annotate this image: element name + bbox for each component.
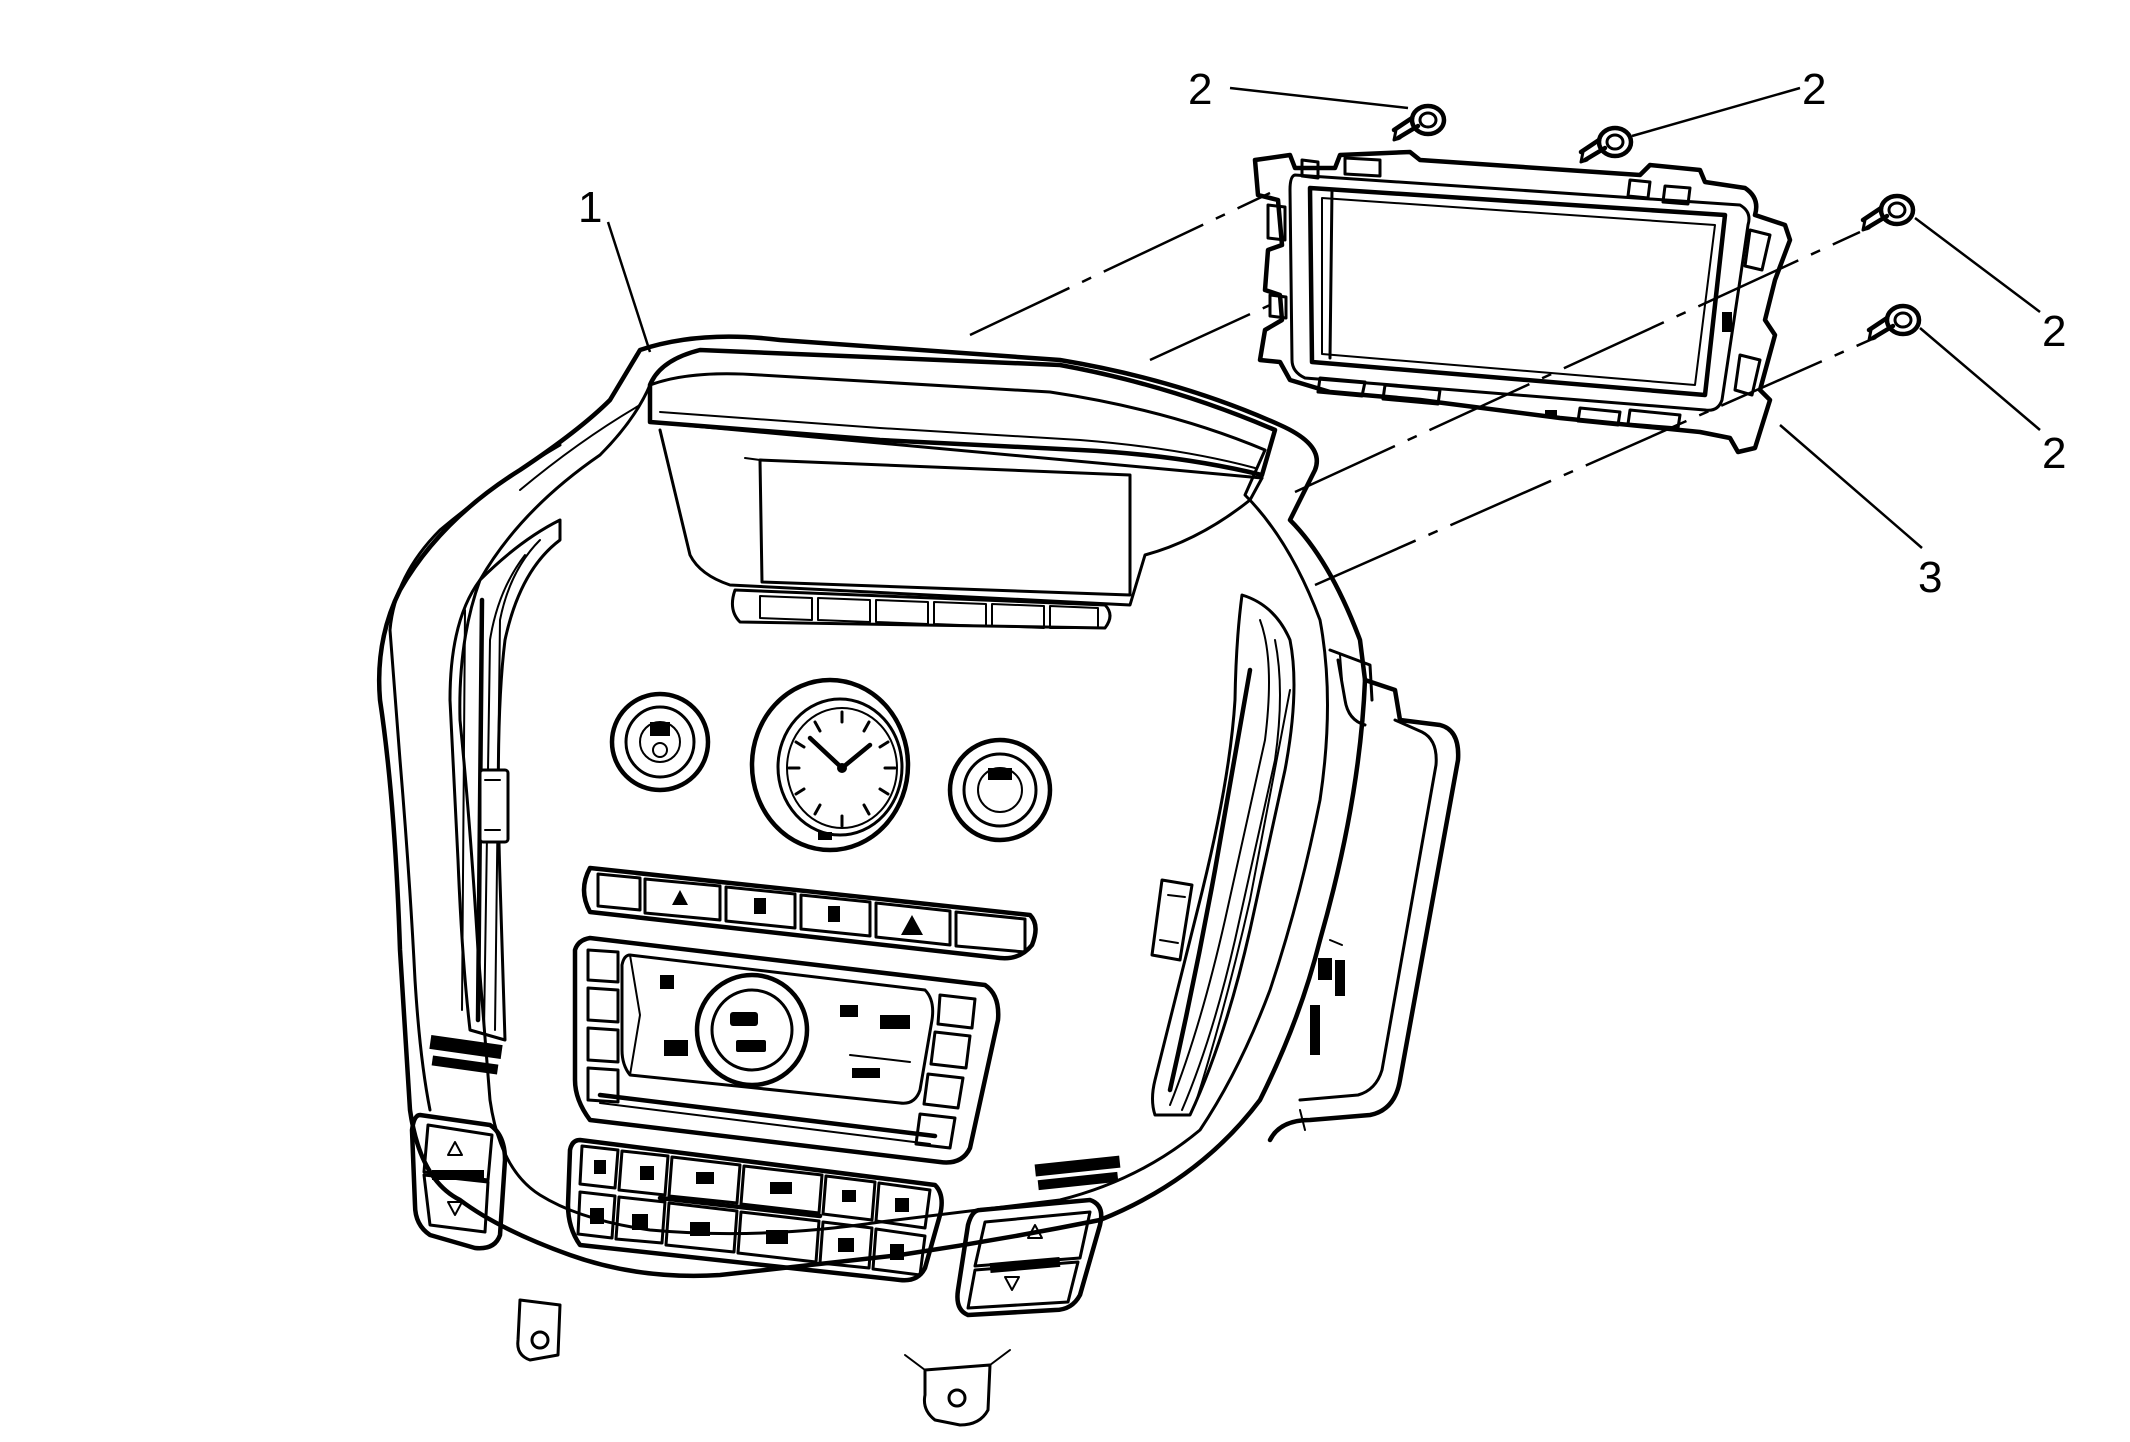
right-seat-heater-switch: [955, 1197, 1104, 1318]
callout-display-module: 3: [1918, 553, 1942, 602]
hazard-button-row: [581, 865, 1038, 961]
radio-climate-control-panel: [572, 935, 1001, 1165]
left-air-vent-icon: [448, 518, 562, 1042]
lower-mounting-tab-right: [904, 1349, 1011, 1427]
analog-clock-icon: [749, 677, 911, 853]
callout-screw-right-lower: 2: [2042, 429, 2066, 478]
info-display-module: [1252, 149, 1793, 455]
screw-icon-right-upper: [1860, 193, 1916, 232]
right-control-knob-icon: [947, 737, 1053, 843]
assembly-center-lines: [969, 191, 1871, 587]
hazard-triangle-icon: [901, 915, 923, 935]
callout-bezel: 1: [578, 183, 602, 232]
leader-lines: [606, 86, 2041, 549]
callout-screw-top-left: 2: [1188, 65, 1212, 114]
screw-icon-top-left: [1391, 103, 1447, 142]
lower-button-grid: [565, 1137, 944, 1283]
right-air-vent-icon: [1150, 593, 1296, 1117]
left-seat-heater-switch: [409, 1112, 508, 1251]
callout-screw-top-right: 2: [1802, 65, 1826, 114]
left-control-knob-icon: [609, 691, 711, 793]
screw-icon-right-lower: [1866, 303, 1922, 342]
instrument-panel-bezel: [376, 334, 1461, 1427]
screw-icon-top-right: [1578, 125, 1634, 164]
callout-screw-right-upper: 2: [2042, 307, 2066, 356]
lower-mounting-tab-left: [516, 1298, 562, 1362]
rear-bezel-housing: [1267, 648, 1461, 1143]
